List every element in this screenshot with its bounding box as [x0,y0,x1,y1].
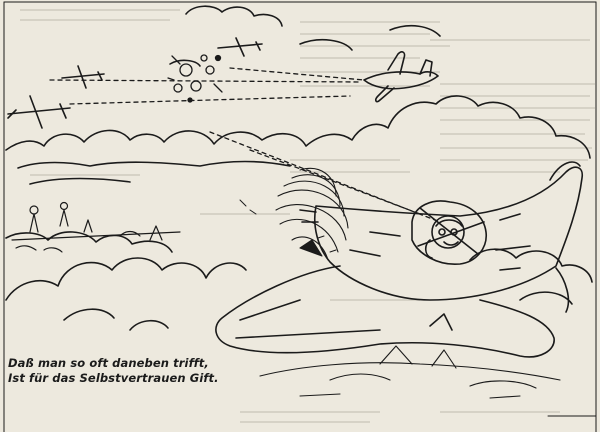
bleed-through-text [20,9,595,423]
landscape-below [259,345,561,399]
ground-scene [11,201,181,253]
distant-plane-3 [7,95,71,129]
cloud-top-right [185,5,283,27]
fighter-canopy [411,200,487,265]
caption-line-1: Daß man so oft daneben trifft, [8,356,209,370]
flak-burst [167,54,223,103]
fighter-plane [215,161,584,358]
cloud-lower-right [469,248,593,283]
propeller-blur [275,168,349,261]
tracer-lines [49,67,441,223]
distant-plane-1 [217,37,263,57]
fighter-wing [215,265,555,358]
cloud-left [5,231,173,253]
cloud-lower-left [5,257,247,301]
enemy-plane [363,51,439,103]
cloud-band-upper [5,95,591,159]
caption-line-2: Ist für das Selbstvertrauen Gift. [8,371,219,385]
pilot-head [431,215,465,249]
cartoon-caption: Daß man so oft daneben trifft, Ist für d… [8,356,219,386]
shell-casings [239,199,337,253]
distant-plane-2 [61,65,105,89]
